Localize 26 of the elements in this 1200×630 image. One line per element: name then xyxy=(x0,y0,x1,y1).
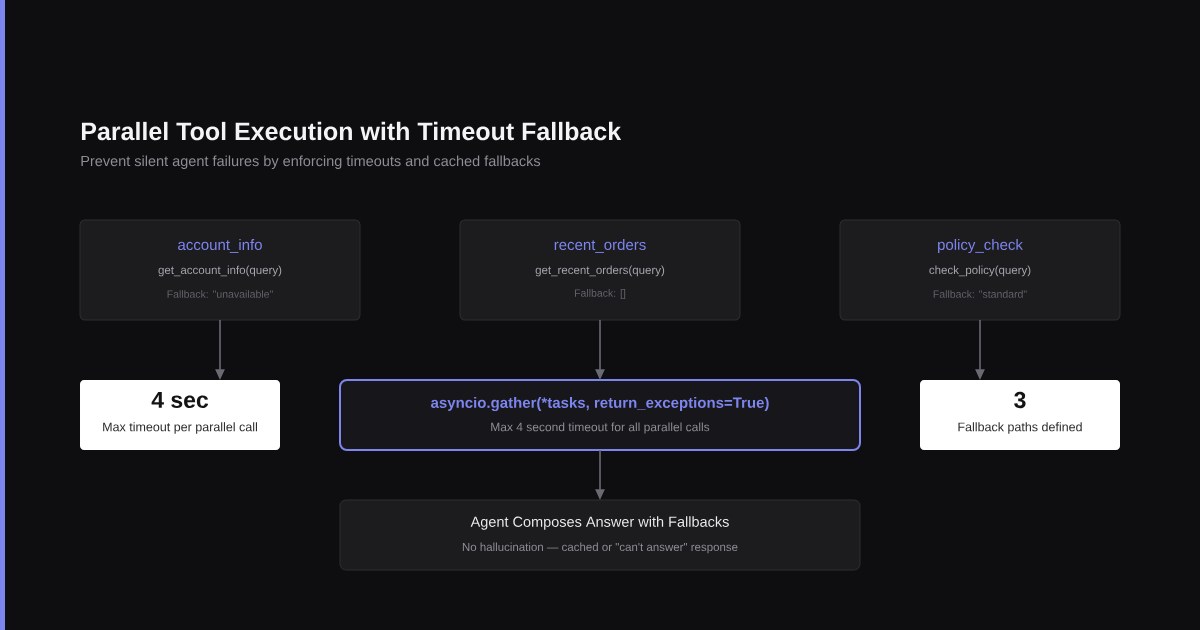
function-call: get_account_info(query) xyxy=(158,265,282,277)
gather-box xyxy=(339,379,861,451)
stat-caption: Fallback paths defined xyxy=(958,422,1082,434)
function-call: get_recent_orders(query) xyxy=(535,265,665,277)
stat-value: 4 sec xyxy=(151,391,209,408)
tool-card xyxy=(459,219,741,321)
fallback-text: Fallback: "standard" xyxy=(933,290,1027,298)
stat-card xyxy=(80,380,280,450)
tool-card xyxy=(79,219,361,321)
code-heading: asyncio.gather(*tasks, return_exceptions=True) xyxy=(431,396,769,411)
box-heading: Agent Composes Answer with Fallbacks xyxy=(470,516,729,530)
tool-name: account_info xyxy=(178,239,262,253)
tool-card xyxy=(839,219,1121,321)
fallback-text: Fallback: "unavailable" xyxy=(167,290,273,298)
tool-name: policy_check xyxy=(938,239,1023,253)
fallback-text: Fallback: [] xyxy=(575,289,626,299)
subtitle: Prevent silent agent failures by enforcing timeouts and cached fallbacks xyxy=(81,155,541,169)
box-caption: Max 4 second timeout for all parallel calls xyxy=(491,422,710,434)
stat-caption: Max timeout per parallel call xyxy=(103,422,257,434)
stat-value: 3 xyxy=(1014,391,1026,409)
tool-name: recent_orders xyxy=(554,239,646,253)
result-box xyxy=(339,499,861,571)
title: Parallel Tool Execution with Timeout Fallback xyxy=(81,121,622,141)
box-caption: No hallucination — cached or "can't answer" response xyxy=(462,542,738,554)
function-call: check_policy(query) xyxy=(929,265,1031,277)
stat-card xyxy=(920,380,1120,450)
